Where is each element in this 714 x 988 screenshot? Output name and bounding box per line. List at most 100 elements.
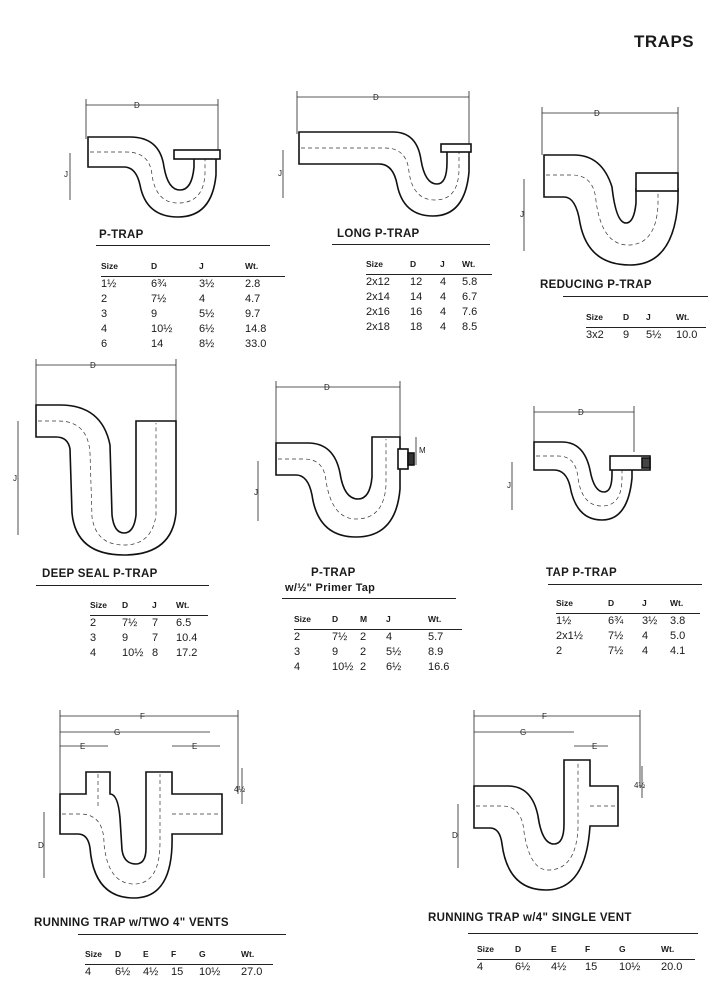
dim-label-e: E	[592, 742, 597, 751]
dim-label-f: F	[542, 712, 547, 721]
column-header: Wt.	[428, 614, 442, 624]
long-p-trap-diagram: D J	[278, 91, 472, 217]
table-cell: 5½	[646, 329, 662, 341]
table-cell: 14	[151, 338, 164, 350]
dim-label-d: D	[38, 841, 44, 850]
table-cell: 2	[360, 631, 367, 643]
dim-label-e-left: E	[80, 742, 85, 751]
table-cell: 5.0	[670, 630, 686, 642]
dim-label-g: G	[520, 728, 526, 737]
column-header: J	[646, 312, 651, 322]
table-cell: 10½	[122, 647, 144, 659]
column-header: Size	[90, 600, 108, 610]
column-header: D	[410, 259, 417, 269]
table-cell: 10½	[199, 966, 221, 978]
table-cell: 2x12	[366, 276, 390, 288]
table-cell: 2	[360, 661, 367, 673]
table-cell: 4½	[143, 966, 159, 978]
page-title: TRAPS	[634, 32, 695, 51]
table-cell: 2x14	[366, 291, 390, 303]
table-cell: 3	[294, 646, 301, 658]
table-cell: 4.1	[670, 645, 686, 657]
table-cell: 7	[152, 632, 159, 644]
table-cell: 5½	[386, 646, 402, 658]
column-header: D	[115, 949, 122, 959]
table-cell: 8½	[199, 338, 215, 350]
dim-label-j: J	[13, 474, 17, 483]
table-cell: 4	[85, 966, 92, 978]
section-title: RUNNING TRAP w/TWO 4" VENTS	[34, 917, 229, 929]
table-cell: 6.5	[176, 617, 192, 629]
table-cell: 17.2	[176, 647, 198, 659]
table-cell: 14.8	[245, 323, 267, 335]
table-cell: 4	[477, 961, 484, 973]
table-cell: 4	[440, 291, 447, 303]
dim-label-f: F	[140, 712, 145, 721]
table-cell: 1½	[101, 278, 117, 290]
section-title: TAP P-TRAP	[546, 567, 617, 579]
table-cell: 10½	[619, 961, 641, 973]
section-title: LONG P-TRAP	[337, 228, 420, 240]
table-cell: 14	[410, 291, 423, 303]
table-cell: 5½	[199, 308, 215, 320]
section-subtitle: w/½" Primer Tap	[285, 582, 376, 594]
table-cell: 33.0	[245, 338, 267, 350]
column-header: G	[619, 944, 626, 954]
section-title-rule	[548, 584, 702, 585]
column-header: D	[608, 598, 615, 608]
table-cell: 2x16	[366, 306, 390, 318]
column-header: Wt.	[462, 259, 476, 269]
table-cell: 6½	[115, 966, 131, 978]
table-cell: 6¾	[151, 278, 167, 290]
column-header: F	[585, 944, 591, 954]
table-cell: 9	[122, 632, 129, 644]
column-header: Wt.	[241, 949, 255, 959]
p-trap-primer-tap-diagram: D J M	[254, 381, 426, 538]
dim-label-4-half: 4½	[634, 781, 645, 790]
table-cell: 2	[90, 617, 97, 629]
column-header: Size	[85, 949, 103, 959]
column-header: Wt.	[176, 600, 190, 610]
table-cell: 6.7	[462, 291, 478, 303]
column-header: Wt.	[676, 312, 690, 322]
dim-label-m: M	[419, 446, 426, 455]
table-cell: 12	[410, 276, 423, 288]
dim-label-g: G	[114, 728, 120, 737]
section-title: DEEP SEAL P-TRAP	[42, 568, 158, 580]
dim-label-d: D	[90, 361, 96, 370]
table-cell: 10½	[151, 323, 173, 335]
table-cell: 4	[294, 661, 301, 673]
column-header: M	[360, 614, 368, 624]
table-cell: 5.7	[428, 631, 444, 643]
table-cell: 4	[642, 645, 649, 657]
section-title-rule	[282, 598, 456, 599]
table-cell: 16	[410, 306, 423, 318]
table-cell: 1½	[556, 615, 572, 627]
column-header: Size	[477, 944, 495, 954]
table-cell: 9	[151, 308, 158, 320]
table-cell: 18	[410, 321, 423, 333]
dim-label-d: D	[324, 383, 330, 392]
section-title: P-TRAP	[311, 567, 356, 579]
column-header: D	[151, 261, 158, 271]
column-header: J	[642, 598, 647, 608]
tap-p-trap-diagram: D J	[507, 406, 651, 521]
dim-label-j: J	[278, 169, 282, 178]
table-cell: 15	[171, 966, 184, 978]
table-cell: 4	[199, 293, 206, 305]
table-cell: 9	[623, 329, 630, 341]
table-cell: 2x18	[366, 321, 390, 333]
table-cell: 15	[585, 961, 598, 973]
section-title: P-TRAP	[99, 229, 144, 241]
table-cell: 2	[556, 645, 563, 657]
section-title-rule	[96, 245, 270, 246]
